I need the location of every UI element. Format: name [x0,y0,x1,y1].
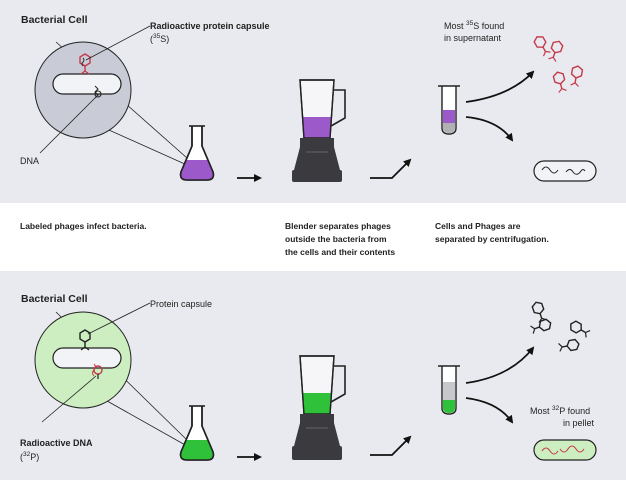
top-capsule-label: Radioactive protein capsule [150,21,270,31]
phage-icon [94,85,102,99]
top-dna-label: DNA [20,156,40,166]
top-result-sublabel: in supernatant [444,33,502,43]
bottom-dna-label: Radioactive DNA [20,438,93,448]
bottom-capsule-label: Protein capsule [150,299,213,309]
bottom-test-tube-icon [438,365,460,415]
bacterium-icon [52,347,122,369]
arrow-to-centrifuge [370,158,412,179]
phage-icon [567,318,592,340]
phage-icon [92,363,103,379]
caption-centrifuge-line2: separated by centrifugation. [435,234,549,244]
caption-centrifuge-line1: Cells and Phages are [435,221,521,231]
caption-blender-line1: Blender separates phages [285,221,391,231]
arrow-to-pellet-bottom [465,397,514,424]
arrow-to-centrifuge-bottom [370,435,412,456]
phage-icon [551,70,569,94]
bottom-free-phages [529,299,592,354]
bottom-pellet-cell [533,439,597,461]
caption-band [0,203,626,271]
bottom-panel-title: Bacterial Cell [21,293,88,305]
phage-icon [531,33,553,58]
top-test-tube-icon [438,85,460,135]
phage-icon [546,38,565,63]
radioactive-phage-icon [79,53,91,75]
arrow-to-pellet-top [465,116,514,142]
top-blender-icon [292,79,346,182]
caption-blender-line2: outside the bacteria from [285,234,387,244]
bottom-result-label: Most 32P found [530,405,591,416]
phage-icon [529,317,554,336]
top-pellet-cell [533,160,597,182]
top-free-phages [531,33,584,94]
bottom-result-sublabel: in pellet [563,418,595,428]
bottom-blender-icon [292,355,346,460]
top-flask-icon [179,125,215,181]
bottom-zoom-circle [34,302,188,447]
caption-infect: Labeled phages infect bacteria. [20,221,147,231]
phage-icon [557,338,581,354]
arrow-to-supernatant-bottom [465,346,535,384]
top-panel-title: Bacterial Cell [21,14,88,26]
top-result-label: Most 35S found [444,20,505,31]
phage-icon [568,64,584,88]
bottom-dna-isotope: (32P) [20,451,40,462]
top-zoom-circle [34,25,188,166]
bacterium-icon [52,73,122,95]
top-capsule-isotope: (35S) [150,33,170,44]
bottom-flask-icon [179,405,215,461]
caption-blender-line3: the cells and their contents [285,247,396,257]
arrow-to-supernatant [465,70,535,103]
